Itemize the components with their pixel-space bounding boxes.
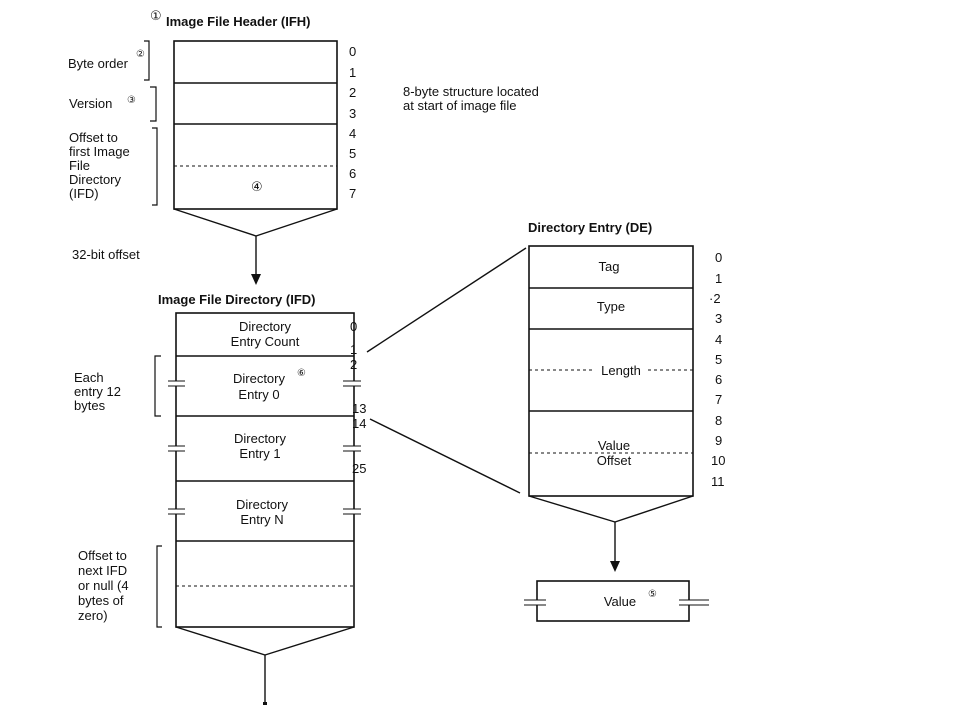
- de-tag: Tag: [599, 259, 620, 274]
- ifh-note-1: at start of image file: [403, 98, 516, 113]
- value-box: [524, 580, 709, 622]
- byte-order-marker: ②: [136, 49, 145, 60]
- ifd-funnel: [175, 626, 355, 705]
- entryN-label-1: Entry N: [240, 512, 283, 527]
- ifd-box: [175, 312, 355, 628]
- entry-count-0: Directory: [239, 319, 292, 334]
- ifh-offset-marker: ④: [251, 179, 263, 194]
- ifd-byte-25: 25: [352, 461, 366, 476]
- de-title: Directory Entry (DE): [528, 220, 652, 235]
- ifd-byte-1: 1: [350, 342, 357, 357]
- entry0-label-1: Entry 0: [238, 387, 279, 402]
- connector-bottom: [369, 418, 521, 494]
- next-ifd-1: next IFD: [78, 563, 127, 578]
- ifd-break-marks: [168, 380, 361, 515]
- ifh-funnel: [173, 208, 338, 237]
- entry1-label-1: Entry 1: [239, 446, 280, 461]
- de-length: Length: [601, 363, 641, 378]
- offset-label-0: Offset to: [69, 130, 118, 145]
- de-box: [528, 245, 694, 497]
- entry0-marker: ⑥: [297, 368, 306, 379]
- de-value-1: Offset: [597, 453, 632, 468]
- ifh-byte-0: 0: [349, 44, 356, 59]
- entry0-label-0: Directory: [233, 371, 286, 386]
- ifh-byte-7: 7: [349, 186, 356, 201]
- de-byte-11: 11: [711, 474, 725, 489]
- each-entry-bracket: [154, 355, 161, 417]
- de-byte-10: 10: [711, 453, 725, 468]
- de-byte-5: 5: [715, 352, 722, 367]
- ifh-byte-5: 5: [349, 146, 356, 161]
- value-label: Value: [604, 594, 636, 609]
- ifh-byte-3: 3: [349, 106, 356, 121]
- de-byte-0: 0: [715, 250, 722, 265]
- version-marker: ③: [127, 95, 136, 106]
- de-funnel: [528, 495, 694, 572]
- each-entry-2: bytes: [74, 398, 106, 413]
- ifh-byte-2: 2: [349, 85, 356, 100]
- ifd-byte-13: 13: [352, 401, 366, 416]
- next-ifd-0: Offset to: [78, 548, 127, 563]
- byte-order-bracket: [144, 40, 150, 81]
- offset-label-1: first Image: [69, 144, 130, 159]
- ifh-title: Image File Header (IFH): [166, 14, 310, 29]
- ifh-box: [173, 40, 338, 210]
- connector-top: [366, 247, 527, 353]
- version-bracket: [150, 86, 157, 122]
- next-ifd-bracket: [156, 545, 162, 628]
- de-byte-2: ·2: [709, 291, 721, 306]
- ifd-byte-2: 2: [350, 357, 357, 372]
- offset-label-2: File: [69, 158, 90, 173]
- ifd-byte-14: 14: [352, 416, 366, 431]
- offset-label-3: Directory: [69, 172, 122, 187]
- de-byte-4: 4: [715, 332, 722, 347]
- next-ifd-4: zero): [78, 608, 108, 623]
- each-entry-1: entry 12: [74, 384, 121, 399]
- ifd-title: Image File Directory (IFD): [158, 292, 315, 307]
- de-type: Type: [597, 299, 625, 314]
- entry1-label-0: Directory: [234, 431, 287, 446]
- offset-label-4: (IFD): [69, 186, 99, 201]
- de-byte-3: 3: [715, 311, 722, 326]
- next-ifd-3: bytes of: [78, 593, 124, 608]
- ifh-note-0: 8-byte structure located: [403, 84, 539, 99]
- next-ifd-2: or null (4: [78, 578, 129, 593]
- de-byte-7: 7: [715, 392, 722, 407]
- ifh-marker: ①: [150, 8, 162, 23]
- ifd-byte-0: 0: [350, 319, 357, 334]
- entryN-label-0: Directory: [236, 497, 289, 512]
- offset-arrow-label: 32-bit offset: [72, 247, 140, 262]
- entry-count-1: Entry Count: [231, 334, 300, 349]
- ifh-byte-4: 4: [349, 126, 356, 141]
- de-byte-8: 8: [715, 413, 722, 428]
- ifh-byte-6: 6: [349, 166, 356, 181]
- de-byte-9: 9: [715, 433, 722, 448]
- de-byte-1: 1: [715, 271, 722, 286]
- ifh-byte-1: 1: [349, 65, 356, 80]
- de-value-0: Value: [598, 438, 630, 453]
- de-byte-6: 6: [715, 372, 722, 387]
- value-marker: ⑤: [648, 589, 657, 600]
- each-entry-0: Each: [74, 370, 104, 385]
- ifh-to-ifd-arrow: [251, 236, 261, 285]
- byte-order-label: Byte order: [68, 56, 129, 71]
- version-label: Version: [69, 96, 112, 111]
- offset-bracket: [152, 127, 158, 206]
